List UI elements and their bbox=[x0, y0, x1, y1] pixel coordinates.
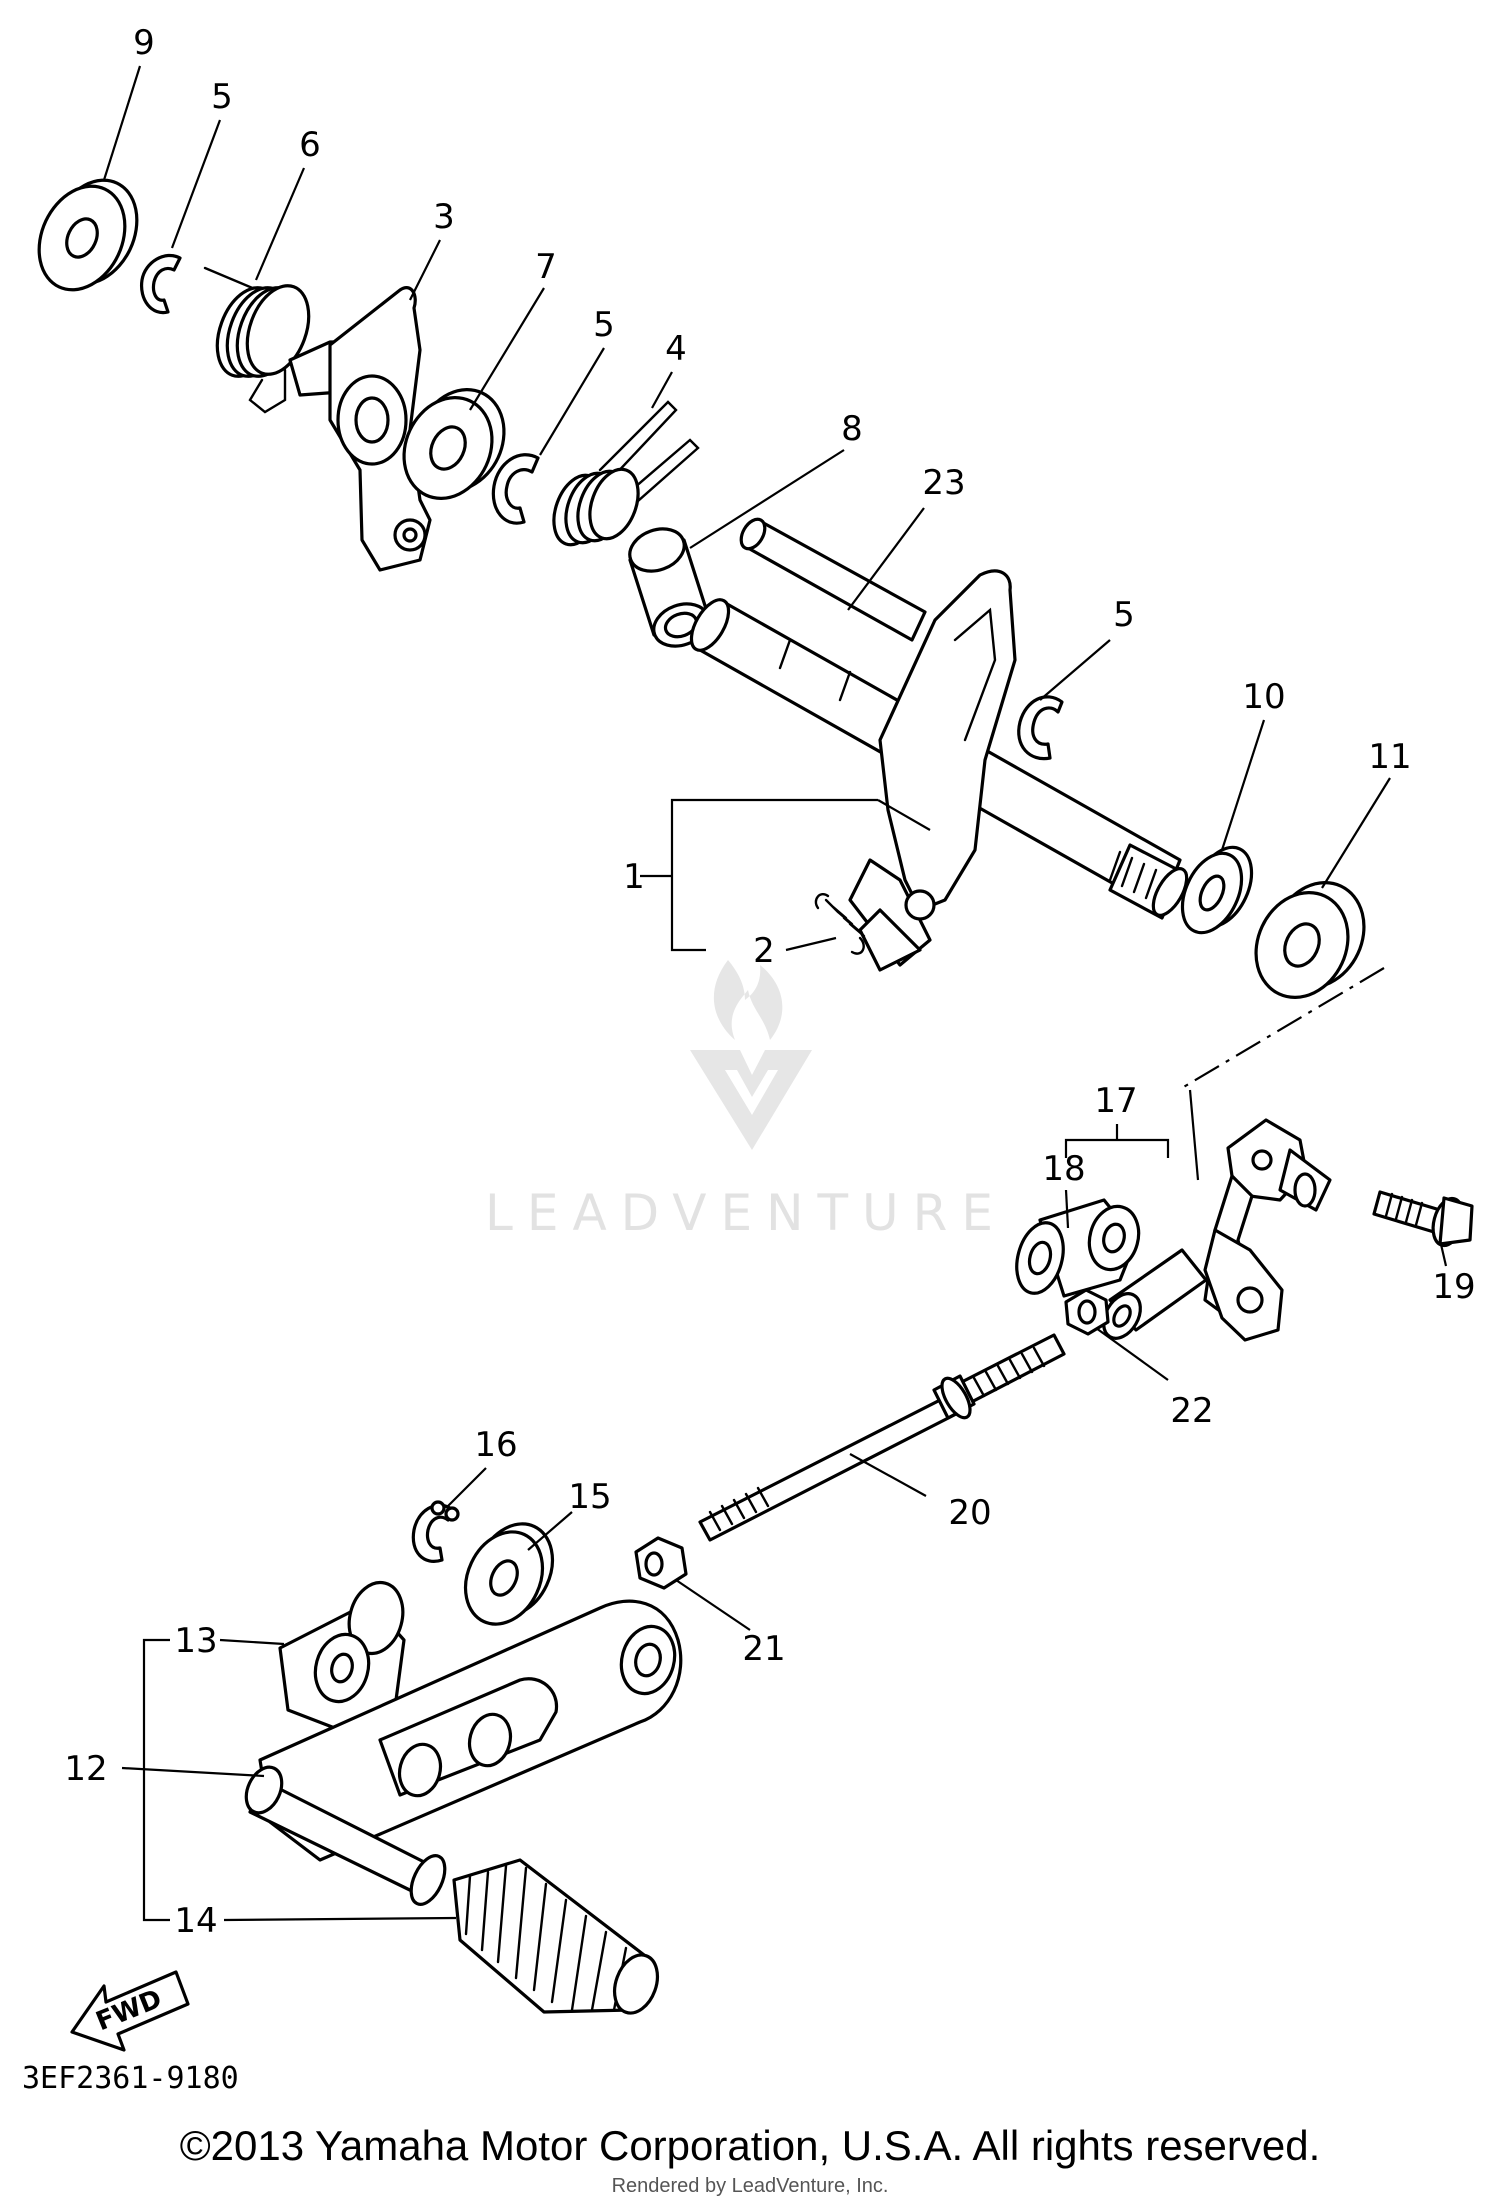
leadventure-logo-icon bbox=[690, 960, 812, 1150]
part-7-washer bbox=[402, 388, 506, 500]
part-21-nut bbox=[634, 1536, 688, 1590]
callout-6: 6 bbox=[299, 125, 321, 165]
callout-5-top: 5 bbox=[211, 77, 233, 117]
part-11-oil-seal bbox=[1254, 881, 1366, 999]
leadventure-watermark: LEADVENTURE bbox=[485, 960, 1007, 1242]
copyright-notice: ©2013 Yamaha Motor Corporation, U.S.A. A… bbox=[180, 2122, 1321, 2169]
part-2-tension-spring bbox=[814, 893, 866, 955]
part-5-circlip-c bbox=[1017, 695, 1064, 761]
callout-8: 8 bbox=[841, 409, 863, 449]
part-5-circlip-b bbox=[491, 453, 540, 525]
rendered-by-note: Rendered by LeadVenture, Inc. bbox=[612, 2175, 889, 2197]
callout-2: 2 bbox=[753, 931, 775, 971]
callout-17: 17 bbox=[1094, 1081, 1137, 1121]
callout-21: 21 bbox=[742, 1629, 785, 1669]
callout-22: 22 bbox=[1170, 1391, 1213, 1431]
assembly-connector-line-b bbox=[1188, 1089, 1200, 1181]
part-1-shift-shaft bbox=[689, 569, 1189, 972]
part-9-washer bbox=[37, 178, 139, 292]
callout-9: 9 bbox=[133, 23, 155, 63]
part-5-circlip-a bbox=[140, 253, 182, 315]
callout-1: 1 bbox=[623, 857, 645, 897]
part-10-washer bbox=[1180, 845, 1254, 935]
callout-20: 20 bbox=[948, 1493, 991, 1533]
callout-12: 12 bbox=[64, 1749, 107, 1789]
part-17-shift-arm bbox=[1203, 1118, 1332, 1342]
part-22-nut bbox=[1064, 1288, 1110, 1336]
callout-15: 15 bbox=[568, 1477, 611, 1517]
callout-23: 23 bbox=[922, 463, 965, 503]
callout-13: 13 bbox=[174, 1621, 217, 1661]
part-19-bolt bbox=[1372, 1190, 1474, 1248]
callout-18: 18 bbox=[1042, 1149, 1085, 1189]
part-4-spring bbox=[552, 400, 700, 547]
callout-10: 10 bbox=[1242, 677, 1285, 717]
diagram-code: 3EF2361-9180 bbox=[22, 2061, 239, 2096]
callout-19: 19 bbox=[1432, 1267, 1475, 1307]
part-14-pedal-rubber bbox=[452, 1858, 660, 2015]
callout-labels: 9 5 6 3 7 5 4 8 23 5 10 11 1 2 17 18 19 … bbox=[64, 23, 1475, 1941]
part-23-pin bbox=[739, 517, 927, 642]
callout-5-right: 5 bbox=[1113, 595, 1135, 635]
part-12-shift-pedal bbox=[244, 1599, 683, 1906]
callout-11: 11 bbox=[1368, 737, 1411, 777]
callout-16: 16 bbox=[474, 1425, 517, 1465]
callout-14: 14 bbox=[174, 1901, 217, 1941]
callout-4: 4 bbox=[665, 329, 687, 369]
callout-7: 7 bbox=[535, 247, 557, 287]
part-18-rod-end bbox=[1015, 1198, 1141, 1298]
watermark-text: LEADVENTURE bbox=[485, 1184, 1007, 1242]
part-16-circlip bbox=[411, 1500, 460, 1563]
part-15-washer bbox=[463, 1522, 555, 1626]
part-20-shift-rod bbox=[698, 1333, 1066, 1542]
callout-3: 3 bbox=[433, 197, 455, 237]
assembly-connector-line bbox=[1181, 967, 1385, 1089]
callout-5-middle: 5 bbox=[593, 305, 615, 345]
part-3-shift-arm bbox=[288, 286, 432, 572]
part-6-torsion-spring bbox=[203, 266, 311, 414]
fwd-direction-arrow: FWD bbox=[70, 1970, 190, 2052]
leader-lines bbox=[102, 65, 1448, 1922]
